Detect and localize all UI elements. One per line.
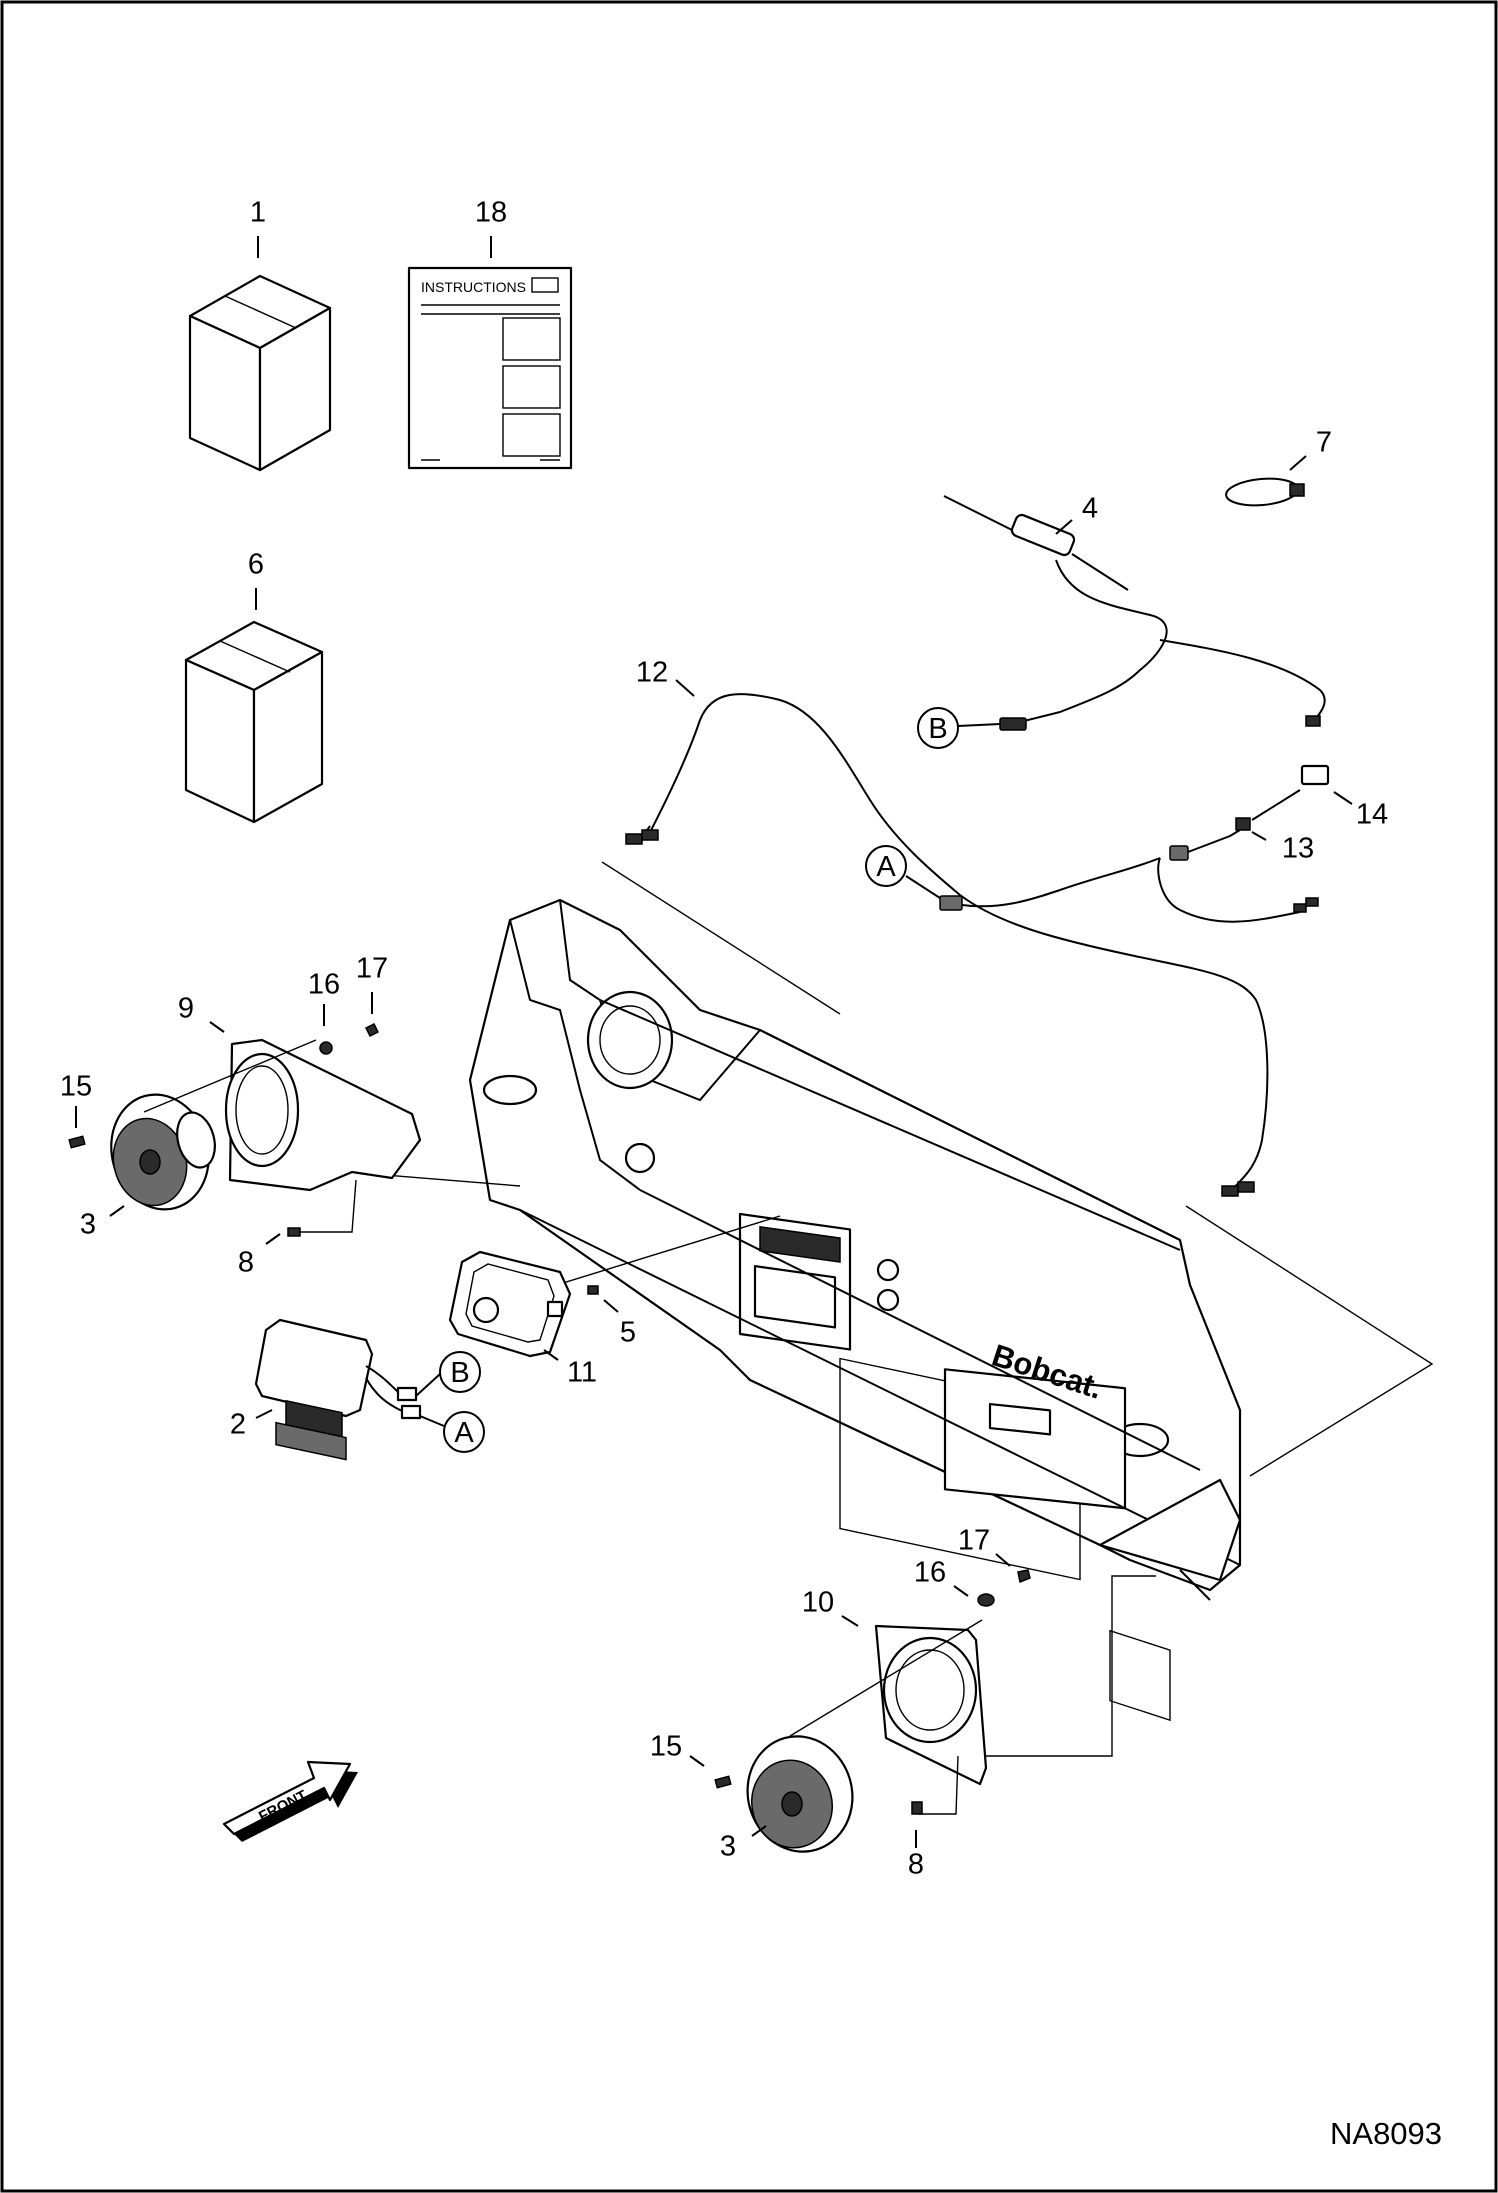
bracket-right-leader <box>986 1575 1156 1757</box>
dashboard-assembly: Bobcat. <box>468 898 1242 1722</box>
antenna-part-4 <box>943 495 1326 731</box>
box-part-1 <box>188 274 332 472</box>
speaker-part-3-right <box>746 1735 854 1853</box>
speaker-bracket-part-9 <box>224 1038 422 1192</box>
callout-16-left: 16 <box>308 969 340 1001</box>
instructions-sheet-part-18: INSTRUCTIONS <box>407 266 573 470</box>
harness-leader-left <box>601 861 841 1015</box>
screw-8-leader-left <box>300 1179 357 1233</box>
callout-1: 1 <box>250 197 266 229</box>
speaker-mount-leader-left <box>143 1039 317 1113</box>
drawing-code: NA8093 <box>1330 2116 1442 2151</box>
connector-ref-b-radio: B <box>450 1357 469 1389</box>
callout-17-left: 17 <box>356 953 388 985</box>
callout-9: 9 <box>178 993 194 1025</box>
callout-8-left: 8 <box>238 1247 254 1279</box>
callout-16-right: 16 <box>914 1557 946 1589</box>
callout-15-left: 15 <box>60 1071 92 1103</box>
callout-18: 18 <box>475 197 507 229</box>
wiring-harness-part-12 <box>625 693 1330 1197</box>
callout-13: 13 <box>1282 833 1314 865</box>
callout-15-right: 15 <box>650 1731 682 1763</box>
bracket-left-leader <box>371 1173 521 1187</box>
screw-8-leader-right <box>918 1755 959 1815</box>
callout-6: 6 <box>248 549 264 581</box>
callout-17-right: 17 <box>958 1525 990 1557</box>
callout-2: 2 <box>230 1409 246 1441</box>
screw-part-5 <box>587 1285 599 1295</box>
connector-ref-b-top: B <box>928 713 947 745</box>
callout-10: 10 <box>802 1587 834 1619</box>
speaker-bracket-part-10 <box>874 1624 988 1786</box>
callout-7: 7 <box>1316 427 1332 459</box>
instructions-label: INSTRUCTIONS <box>421 279 526 295</box>
radio-bezel-part-11 <box>448 1250 572 1358</box>
callout-12: 12 <box>636 657 668 689</box>
callout-4: 4 <box>1082 493 1098 525</box>
connector-ref-b-circle-radio <box>439 1351 481 1393</box>
connector-ref-a-circle-radio <box>443 1411 485 1453</box>
harness-leader-right <box>1185 1205 1434 1477</box>
callout-3-right: 3 <box>720 1831 736 1863</box>
callout-3-left: 3 <box>80 1209 96 1241</box>
callout-11: 11 <box>567 1357 597 1389</box>
callout-5: 5 <box>620 1317 636 1349</box>
speaker-part-3-left <box>110 1093 216 1211</box>
cable-tie-part-7 <box>1225 477 1305 507</box>
hardware-15-16-17-right <box>714 1569 1031 1815</box>
connector-ref-a-circle-top <box>865 845 907 887</box>
radio-receiver-part-2 <box>254 1318 422 1461</box>
connector-ref-a-radio: A <box>454 1417 474 1449</box>
connector-ref-b-circle-top <box>917 707 959 749</box>
callout-8-right: 8 <box>908 1849 924 1881</box>
hardware-15-16-17-left <box>68 1022 380 1237</box>
box-part-6 <box>184 620 324 824</box>
callout-14: 14 <box>1356 799 1388 831</box>
connector-ref-a-top: A <box>876 851 896 883</box>
speaker-mount-leader-right <box>789 1619 983 1737</box>
front-direction-arrow: FRONT <box>222 1760 358 1842</box>
